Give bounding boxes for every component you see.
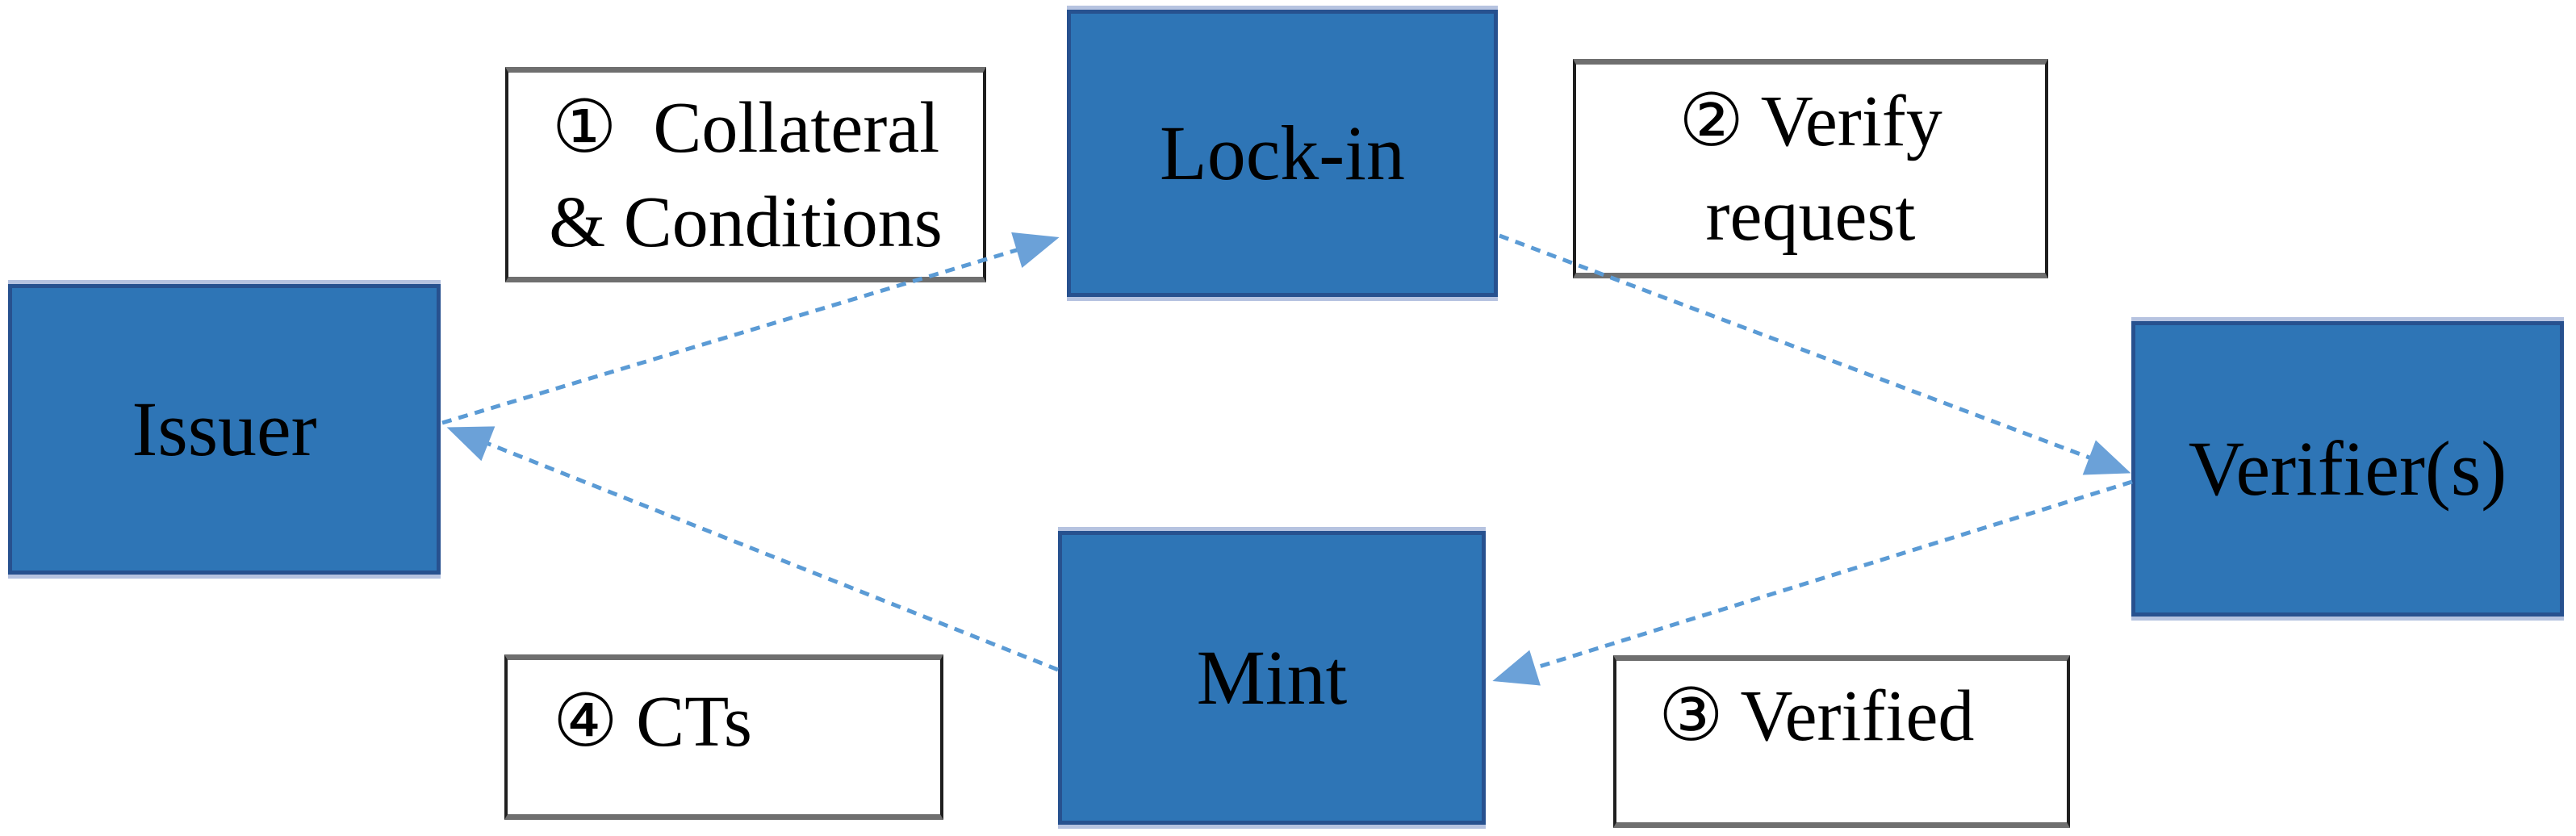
node-mint: Mint bbox=[1058, 531, 1486, 825]
node-verifiers: Verifier(s) bbox=[2131, 321, 2564, 617]
label-step3-verified: ③ Verified bbox=[1613, 655, 2070, 828]
label-step4-text: ④ CTs bbox=[553, 682, 752, 762]
label-step4-cts: ④ CTs bbox=[504, 654, 943, 820]
label-step2-verify-request: ② Verify request bbox=[1573, 59, 2048, 278]
label-step1-text: ① Collateral & Conditions bbox=[549, 87, 943, 262]
label-step2-text: ② Verify request bbox=[1679, 82, 1942, 256]
node-verifiers-label: Verifier(s) bbox=[2188, 425, 2507, 512]
node-mint-label: Mint bbox=[1196, 634, 1348, 721]
node-lock-in: Lock-in bbox=[1067, 10, 1498, 297]
arrow-verifiers-to-mint bbox=[1492, 479, 2133, 686]
node-issuer: Issuer bbox=[8, 284, 441, 575]
arrow-mint-to-issuer bbox=[446, 426, 1059, 672]
node-issuer-label: Issuer bbox=[132, 386, 317, 472]
node-lock-in-label: Lock-in bbox=[1160, 110, 1405, 196]
label-step3-text: ③ Verified bbox=[1658, 676, 1975, 756]
label-step1-collateral-conditions: ① Collateral & Conditions bbox=[505, 67, 986, 282]
